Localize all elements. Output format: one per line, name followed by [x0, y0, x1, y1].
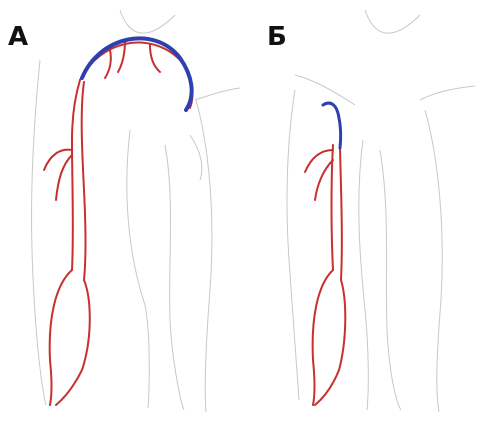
panel-a: А: [0, 0, 245, 423]
vein-b: [323, 103, 341, 148]
panel-label-b: Б: [267, 24, 287, 50]
artery-tree-b: [305, 145, 345, 405]
panel-label-a: А: [8, 24, 28, 50]
body-outline-b: [287, 10, 475, 412]
panel-b-drawing: [245, 0, 484, 423]
body-outline-a: [32, 10, 240, 412]
vein-a: [82, 38, 192, 110]
panel-a-drawing: [0, 0, 245, 423]
panel-b: Б: [245, 0, 484, 423]
